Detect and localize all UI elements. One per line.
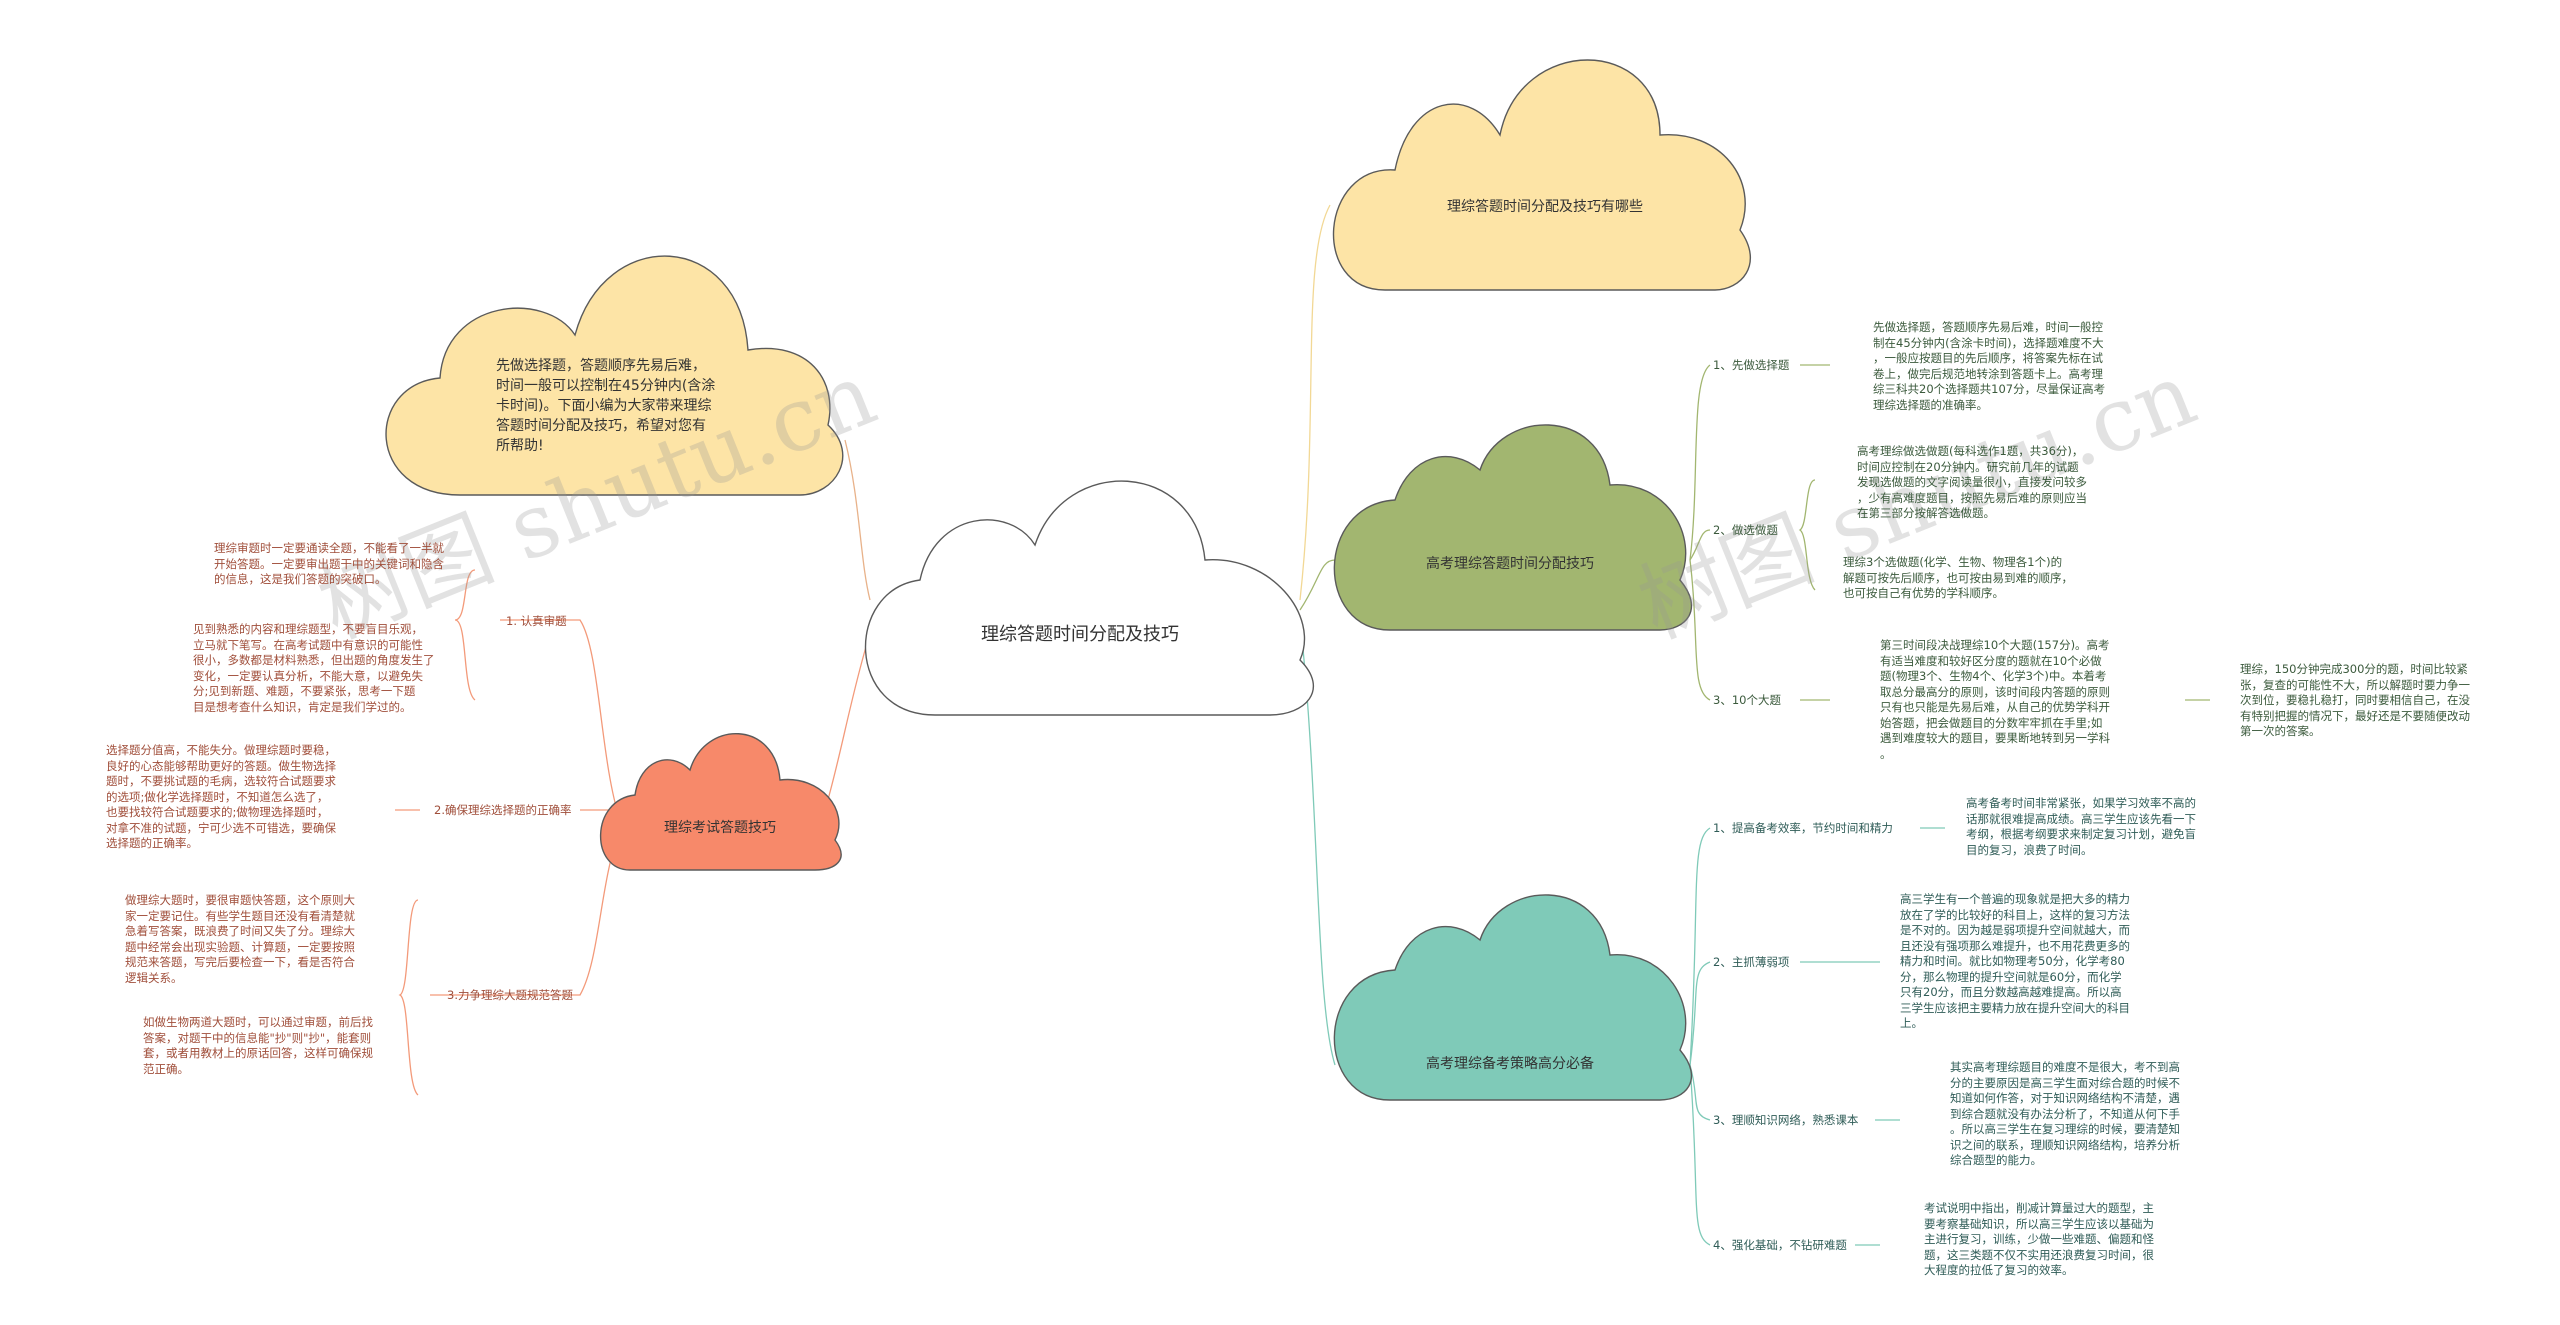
- connector-teal-b1: [1689, 827, 1711, 1066]
- teal-branch-2[interactable]: 2、主抓薄弱项: [1713, 955, 1790, 969]
- connector-teal-b2: [1689, 961, 1711, 1066]
- connector-teal-b4: [1689, 1064, 1711, 1246]
- green-branch-2-note-1: 高考理综做选做题(每科选作1题，共36分)， 时间应控制在20分钟内。研究前几年…: [1857, 444, 2087, 520]
- top-cloud-label: 理综答题时间分配及技巧有哪些: [1447, 199, 1643, 215]
- teal-branch-3[interactable]: 3、理顺知识网络，熟悉课本: [1713, 1113, 1859, 1127]
- connector-green-b1: [1689, 364, 1711, 561]
- left-branch-3-note-2: 如做生物两道大题时，可以通过审题，前后找 答案，对题干中的信息能"抄"则"抄"，…: [143, 1015, 373, 1076]
- left-branch-2-note-1: 选择题分值高，不能失分。做理综题时要稳， 良好的心态能够帮助更好的答题。做生物选…: [106, 743, 336, 850]
- connector-root-top: [1299, 204, 1331, 601]
- intro-cloud[interactable]: [385, 255, 844, 496]
- root-cloud[interactable]: [864, 480, 1314, 716]
- connector-root-intro: [844, 439, 871, 601]
- connector-left-b1: [500, 619, 621, 821]
- connector-green-b3: [1689, 559, 1711, 701]
- left-branch-1-note-1: 理综审题时一定要通读全题，不能看了一半就 开始答题。一定要审出题干中的关键词和隐…: [214, 541, 444, 586]
- left-branch-1-note-2: 见到熟悉的内容和理综题型，不要盲目乐观， 立马就下笔写。在高考试题中有意识的可能…: [193, 622, 435, 714]
- green-branch-3-note-1: 第三时间段决战理综10个大题(157分)。高考 有适当难度和较好区分度的题就在1…: [1880, 638, 2110, 761]
- left-branch-2[interactable]: 2.确保理综选择题的正确率: [434, 803, 572, 817]
- green-topic-label: 高考理综答题时间分配技巧: [1426, 556, 1594, 572]
- teal-topic-cloud[interactable]: [1333, 894, 1693, 1101]
- green-branch-2-note-2: 理综3个选做题(化学、生物、物理各1个)的 解题可按先后顺序，也可按由易到难的顺…: [1843, 555, 2073, 600]
- left-branch-1[interactable]: 1. 认真审题: [506, 614, 567, 628]
- teal-branch-2-note-1: 高三学生有一个普遍的现象就是把大多的精力 放在了学的比较好的科目上，这样的复习方…: [1900, 892, 2130, 1030]
- green-branch-3[interactable]: 3、10个大题: [1713, 693, 1781, 707]
- left-branch-3-note-1: 做理综大题时，要很审题快答题，这个原则大 家一定要记住。有些学生题目还没有看清楚…: [125, 893, 355, 985]
- top-cloud[interactable]: [1332, 59, 1752, 291]
- connector-left-b3: [430, 829, 621, 996]
- intro-text: 先做选择题，答题顺序先易后难， 时间一般可以控制在45分钟内(含涂 卡时间)。下…: [496, 358, 716, 454]
- teal-branch-4-note-1: 考试说明中指出，削减计算量过大的题型，主 要考察基础知识，所以高三学生应该以基础…: [1924, 1201, 2154, 1277]
- connector-root-green: [1299, 559, 1336, 611]
- green-branch-1[interactable]: 1、先做选择题: [1713, 358, 1790, 372]
- brace-left-b3: [398, 899, 419, 1096]
- connector-root-left: [824, 639, 869, 811]
- brace-left-b1: [454, 569, 476, 701]
- teal-branch-3-note-1: 其实高考理综题目的难度不是很大，考不到高 分的主要原因是高三学生面对综合题的时候…: [1950, 1060, 2180, 1167]
- green-branch-1-note-1: 先做选择题，答题顺序先易后难，时间一般控 制在45分钟内(含涂卡时间)，选择题难…: [1873, 320, 2106, 412]
- teal-branch-4[interactable]: 4、强化基础，不钻研难题: [1713, 1238, 1847, 1252]
- left-topic-cloud[interactable]: [599, 733, 842, 871]
- teal-branch-1[interactable]: 1、提高备考效率，节约时间和精力: [1713, 821, 1893, 835]
- connectors: [395, 204, 2210, 1246]
- left-branch-3[interactable]: 3.力争理综大题规范答题: [447, 988, 573, 1002]
- teal-topic-label: 高考理综备考策略高分必备: [1426, 1056, 1594, 1072]
- green-topic-cloud[interactable]: [1333, 424, 1693, 631]
- green-branch-3-note-2: 理综，150分钟完成300分的题，时间比较紧 张，复查的可能性不大，所以解题时要…: [2240, 662, 2470, 738]
- brace-green-b2: [1798, 479, 1816, 591]
- left-topic-label: 理综考试答题技巧: [664, 820, 776, 836]
- teal-branch-1-note-1: 高考备考时间非常紧张，如果学习效率不高的 话那就很难提高成绩。高三学生应该先看一…: [1966, 796, 2196, 857]
- connector-green-b2: [1689, 529, 1711, 561]
- root-label: 理综答题时间分配及技巧: [981, 624, 1179, 645]
- green-branch-2[interactable]: 2、做选做题: [1713, 523, 1778, 537]
